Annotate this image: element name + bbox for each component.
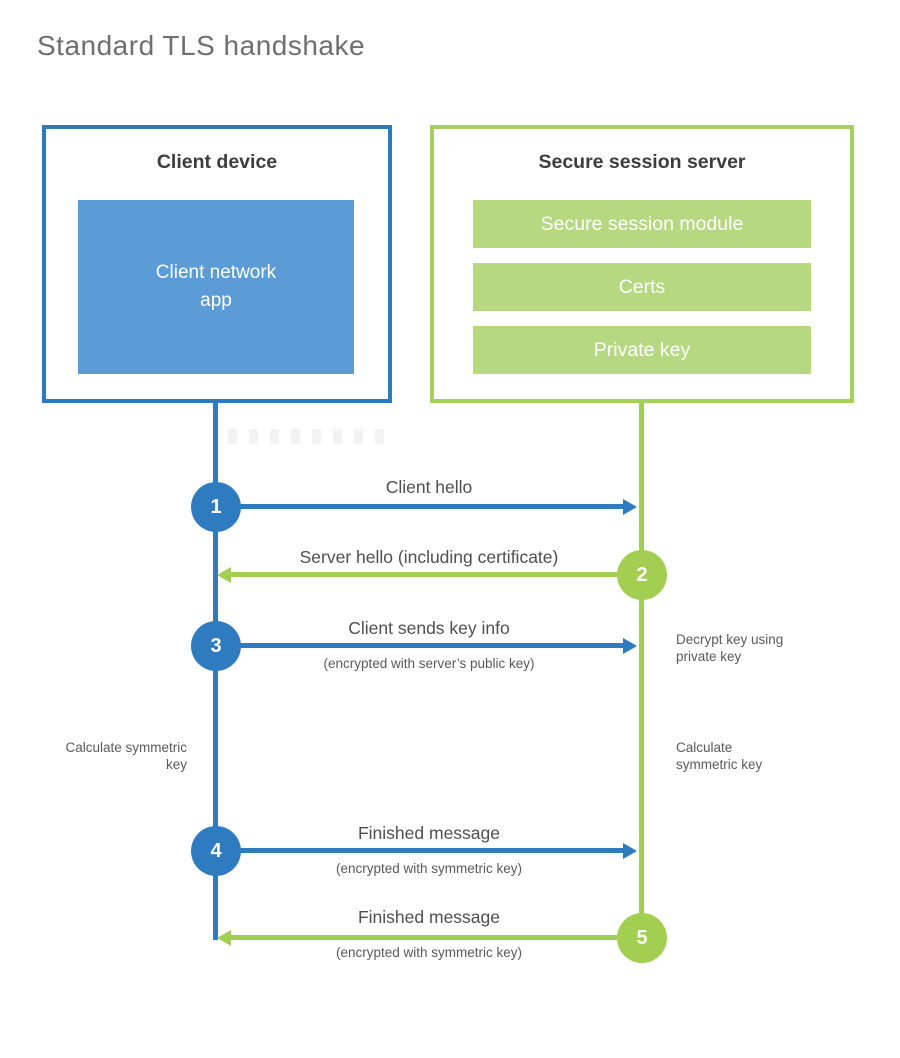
step-1-arrow <box>216 498 637 515</box>
note-calculate-symmetric-key-server: Calculate symmetric key <box>676 740 763 772</box>
arrow-head-left-icon <box>217 566 231 583</box>
step-2-label: Server hello (including certificate) <box>299 547 559 567</box>
secure-session-server-box: Secure session server Secure session mod… <box>430 125 854 403</box>
step-5-sublabel: (encrypted with symmetric key) <box>335 945 523 960</box>
client-network-app-label: Client network app <box>155 262 277 311</box>
note-calculate-symmetric-key-client: Calculate symmetric key <box>65 740 187 772</box>
step-5-badge: 5 <box>617 913 667 963</box>
step-5-arrow <box>217 929 642 946</box>
faint-dashed-artifact <box>228 429 393 444</box>
note-decrypt-key: Decrypt key using private key <box>676 632 784 664</box>
secure-session-module-label: Secure session module <box>540 212 744 235</box>
certs-bar: Certs <box>473 263 811 311</box>
client-device-heading: Client device <box>156 151 278 173</box>
step-3-label: Client sends key info <box>348 618 510 638</box>
step-3-arrow <box>216 637 637 654</box>
step-2-arrow <box>217 566 642 583</box>
step-4-label: Finished message <box>357 823 501 843</box>
server-heading: Secure session server <box>538 151 746 173</box>
step-2-badge: 2 <box>617 550 667 600</box>
certs-label: Certs <box>618 275 666 298</box>
step-3-sublabel: (encrypted with server’s public key) <box>323 656 535 671</box>
arrow-head-right-icon <box>623 498 637 515</box>
step-3-badge: 3 <box>191 621 241 671</box>
step-4-arrow <box>216 842 637 859</box>
server-lifeline <box>639 403 644 963</box>
private-key-bar: Private key <box>473 326 811 374</box>
step-1-badge: 1 <box>191 482 241 532</box>
client-device-box: Client device Client network app <box>42 125 392 403</box>
client-network-app-box: Client network app <box>78 200 354 374</box>
private-key-label: Private key <box>593 338 691 361</box>
step-1-label: Client hello <box>385 477 473 497</box>
arrow-head-right-icon <box>623 842 637 859</box>
step-5-label: Finished message <box>357 907 501 927</box>
page-title: Standard TLS handshake <box>37 30 366 61</box>
step-4-badge: 4 <box>191 826 241 876</box>
arrow-head-right-icon <box>623 637 637 654</box>
secure-session-module-bar: Secure session module <box>473 200 811 248</box>
step-4-sublabel: (encrypted with symmetric key) <box>335 861 523 876</box>
client-lifeline <box>213 403 218 940</box>
arrow-head-left-icon <box>217 929 231 946</box>
